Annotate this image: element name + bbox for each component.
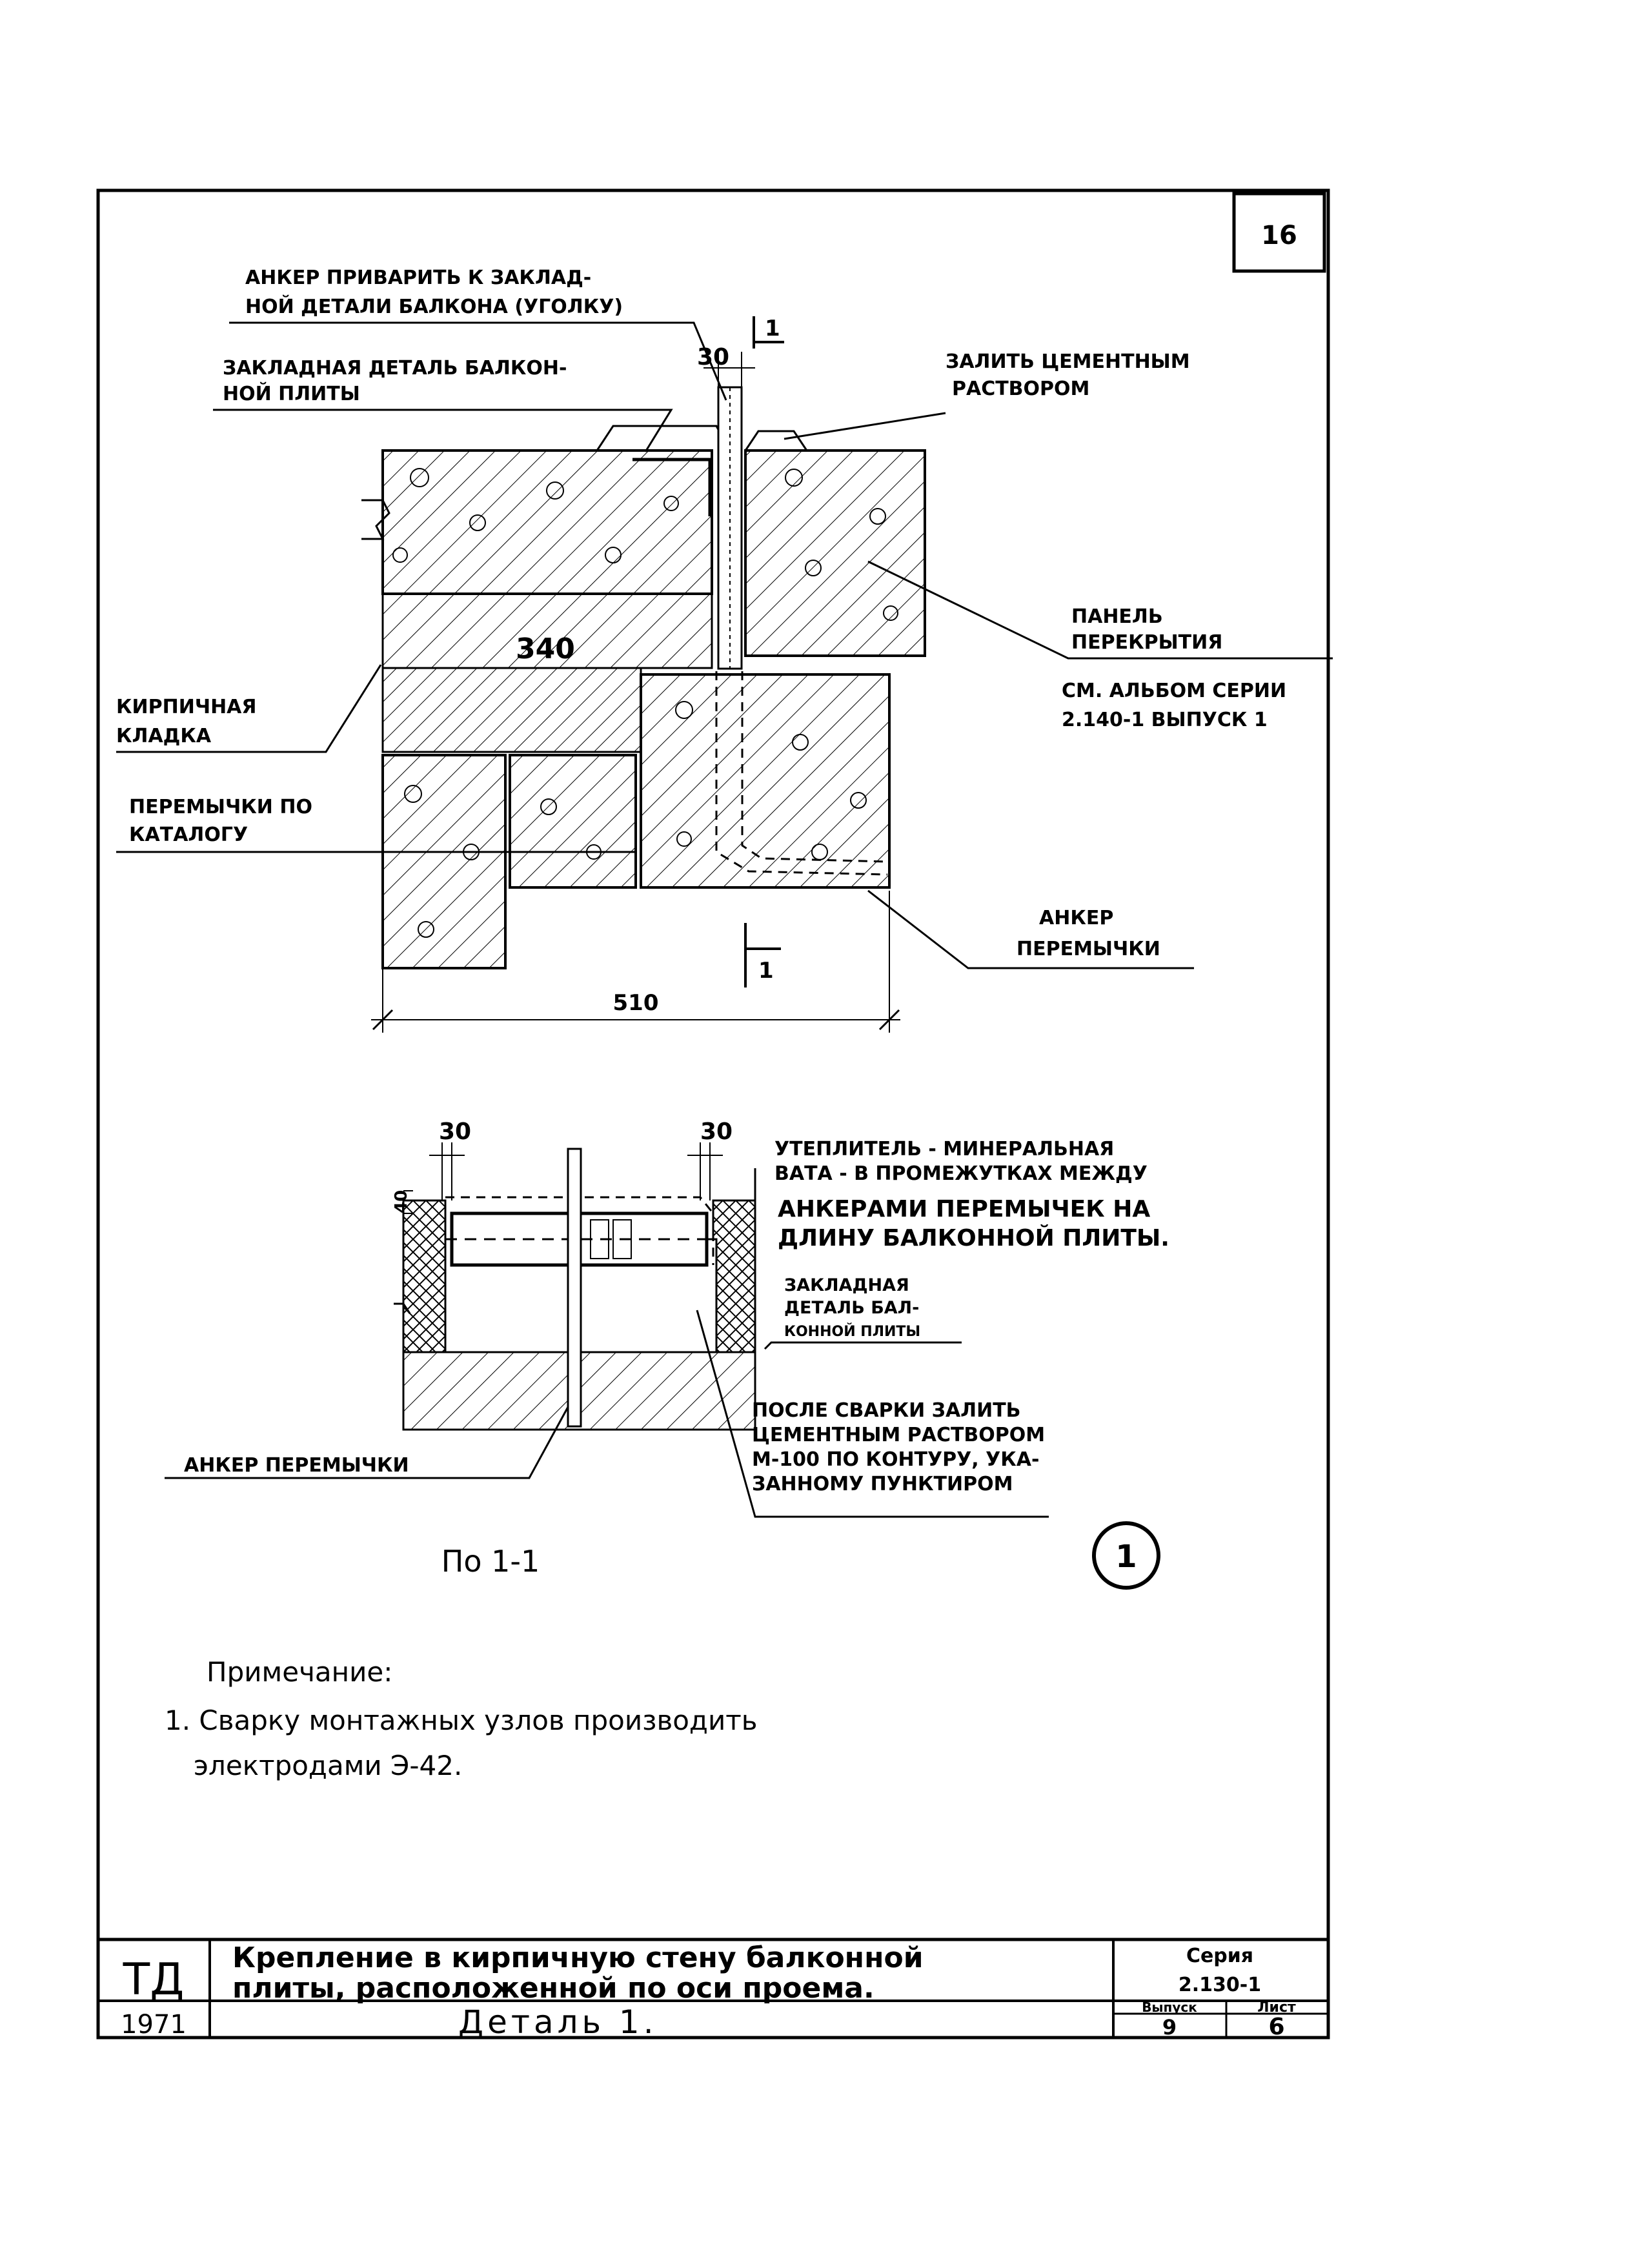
callout-masonry: КИРПИЧНАЯ КЛАДКА bbox=[116, 696, 263, 747]
dim-30-label: 30 bbox=[697, 344, 729, 370]
dim-510-label: 510 bbox=[613, 990, 659, 1016]
section-mark-top: 1 bbox=[753, 316, 784, 349]
lintel-right bbox=[640, 671, 891, 889]
title-block: ТД 1971 Крепление в кирпичную стену балк… bbox=[98, 1938, 1328, 2041]
callout-lintel-anchor-upper: АНКЕР ПЕРЕМЫЧКИ bbox=[1017, 907, 1160, 960]
callout-anchor-weld: АНКЕР ПРИВАРИТЬ К ЗАКЛАД- НОЙ ДЕТАЛИ БАЛ… bbox=[245, 267, 623, 318]
title-year: 1971 bbox=[121, 2010, 187, 2040]
dim-40: 40 bbox=[392, 1190, 411, 1213]
sheet-frame bbox=[96, 188, 1330, 2040]
lintel-left bbox=[381, 754, 637, 969]
title-subtitle: Деталь 1. bbox=[458, 2003, 658, 2041]
callout-grout: ЗАЛИТЬ ЦЕМЕНТНЫМ РАСТВОРОМ bbox=[946, 350, 1197, 400]
note-1: 1. Сварку монтажных узлов производить bbox=[165, 1705, 757, 1736]
callout-embedded-part-lower: ЗАКЛАДНАЯ ДЕТАЛЬ БАЛ- КОННОЙ ПЛИТЫ bbox=[784, 1275, 926, 1340]
dim-340: 340 bbox=[516, 633, 575, 665]
sheet-label: Лист bbox=[1257, 2000, 1296, 2016]
anchor-rod bbox=[717, 386, 743, 670]
masonry-band bbox=[381, 592, 713, 753]
note-1-cont: электродами Э-42. bbox=[194, 1750, 462, 1781]
sheet-number-box: 16 bbox=[1232, 192, 1326, 273]
title-org: ТД bbox=[123, 1954, 185, 2005]
callout-lintel-anchor-lower: АНКЕР ПЕРЕМЫЧКИ bbox=[184, 1454, 409, 1477]
section-mark-top-label: 1 bbox=[765, 316, 780, 341]
callout-floor-panel: ПАНЕЛЬ ПЕРЕКРЫТИЯ bbox=[1071, 605, 1222, 654]
section-mark-bottom: 1 bbox=[744, 923, 781, 987]
callout-embedded-part-upper: ЗАКЛАДНАЯ ДЕТАЛЬ БАЛКОН- НОЙ ПЛИТЫ bbox=[223, 357, 574, 405]
lower-leaders bbox=[165, 1168, 1049, 1518]
floor-panel-right bbox=[744, 449, 926, 657]
detail-number: 1 bbox=[1115, 1539, 1137, 1575]
floor-panel-left bbox=[381, 449, 713, 595]
series-value: 2.130-1 bbox=[1179, 1974, 1261, 1996]
title-line2: плиты, расположенной по оси проема. bbox=[232, 1972, 875, 2005]
title-line1: Крепление в кирпичную стену балконной bbox=[232, 1941, 924, 1974]
issue-label: Выпуск bbox=[1142, 2000, 1197, 2015]
callout-after-welding: ПОСЛЕ СВАРКИ ЗАЛИТЬ ЦЕМЕНТНЫМ РАСТВОРОМ … bbox=[752, 1399, 1052, 1495]
break-line-left bbox=[361, 499, 390, 540]
series-label: Серия bbox=[1186, 1945, 1253, 1967]
grout-cap-right bbox=[744, 430, 808, 451]
section-caption: По 1-1 bbox=[441, 1544, 540, 1579]
notes: Примечание: 1. Сварку монтажных узлов пр… bbox=[165, 1656, 757, 1781]
dim-510: 510 bbox=[371, 891, 900, 1033]
notes-heading: Примечание: bbox=[207, 1656, 392, 1688]
dim-30-right: 30 bbox=[700, 1119, 733, 1145]
callout-series-ref: СМ. АЛЬБОМ СЕРИИ 2.140-1 ВЫПУСК 1 bbox=[1062, 680, 1293, 731]
sheet-number: 16 bbox=[1261, 221, 1297, 250]
embedded-angle bbox=[632, 458, 712, 516]
callout-lintels: ПЕРЕМЫЧКИ ПО КАТАЛОГУ bbox=[129, 796, 319, 846]
lower-dims bbox=[403, 1142, 723, 1214]
sheet-value: 6 bbox=[1268, 2014, 1284, 2040]
callout-insulation: УТЕПЛИТЕЛЬ - МИНЕРАЛЬНАЯ ВАТА - В ПРОМЕЖ… bbox=[774, 1138, 1169, 1251]
detail-number-circle: 1 bbox=[1092, 1521, 1160, 1590]
section-mark-bottom-label: 1 bbox=[758, 958, 774, 984]
issue-value: 9 bbox=[1162, 2015, 1177, 2040]
upper-detail: 340 30 bbox=[116, 267, 1333, 1033]
dim-30-left: 30 bbox=[439, 1119, 471, 1145]
upper-leaders bbox=[116, 321, 1333, 969]
grout-cap bbox=[596, 425, 731, 451]
lower-detail: 30 30 40 УТЕПЛИТЕЛЬ - МИНЕРАЛЬНАЯ ВАТА -… bbox=[165, 1119, 1169, 1590]
